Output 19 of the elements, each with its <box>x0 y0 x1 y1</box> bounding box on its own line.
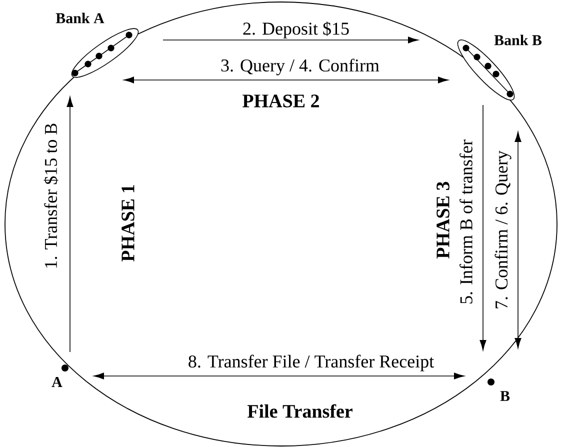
section-title: File Transfer <box>247 404 352 418</box>
edge-label: 1. Transfer $15 to B <box>42 122 60 270</box>
phase-label: PHASE 3 <box>436 182 450 258</box>
phase-label: PHASE 1 <box>122 185 134 262</box>
node-label: A <box>52 377 62 387</box>
edge-label: 3. Query / 4. Confirm <box>220 58 380 76</box>
arrow <box>94 372 464 380</box>
node-label: B <box>500 391 510 401</box>
phase-label: PHASE 2 <box>242 94 319 108</box>
arrow <box>124 76 448 84</box>
arrow <box>162 36 418 44</box>
edge-label: 2. Deposit $15 <box>242 20 350 40</box>
arrow <box>514 132 522 348</box>
arrow <box>66 96 74 352</box>
edge-label: 8. Transfer File / Transfer Receipt <box>186 354 436 372</box>
edge-label: 7. Confirm / 6. Query <box>494 150 512 310</box>
node-label: Bank A <box>56 12 104 24</box>
arrow <box>480 104 486 350</box>
edge-label: 5. Inform B of transfer <box>458 138 474 306</box>
